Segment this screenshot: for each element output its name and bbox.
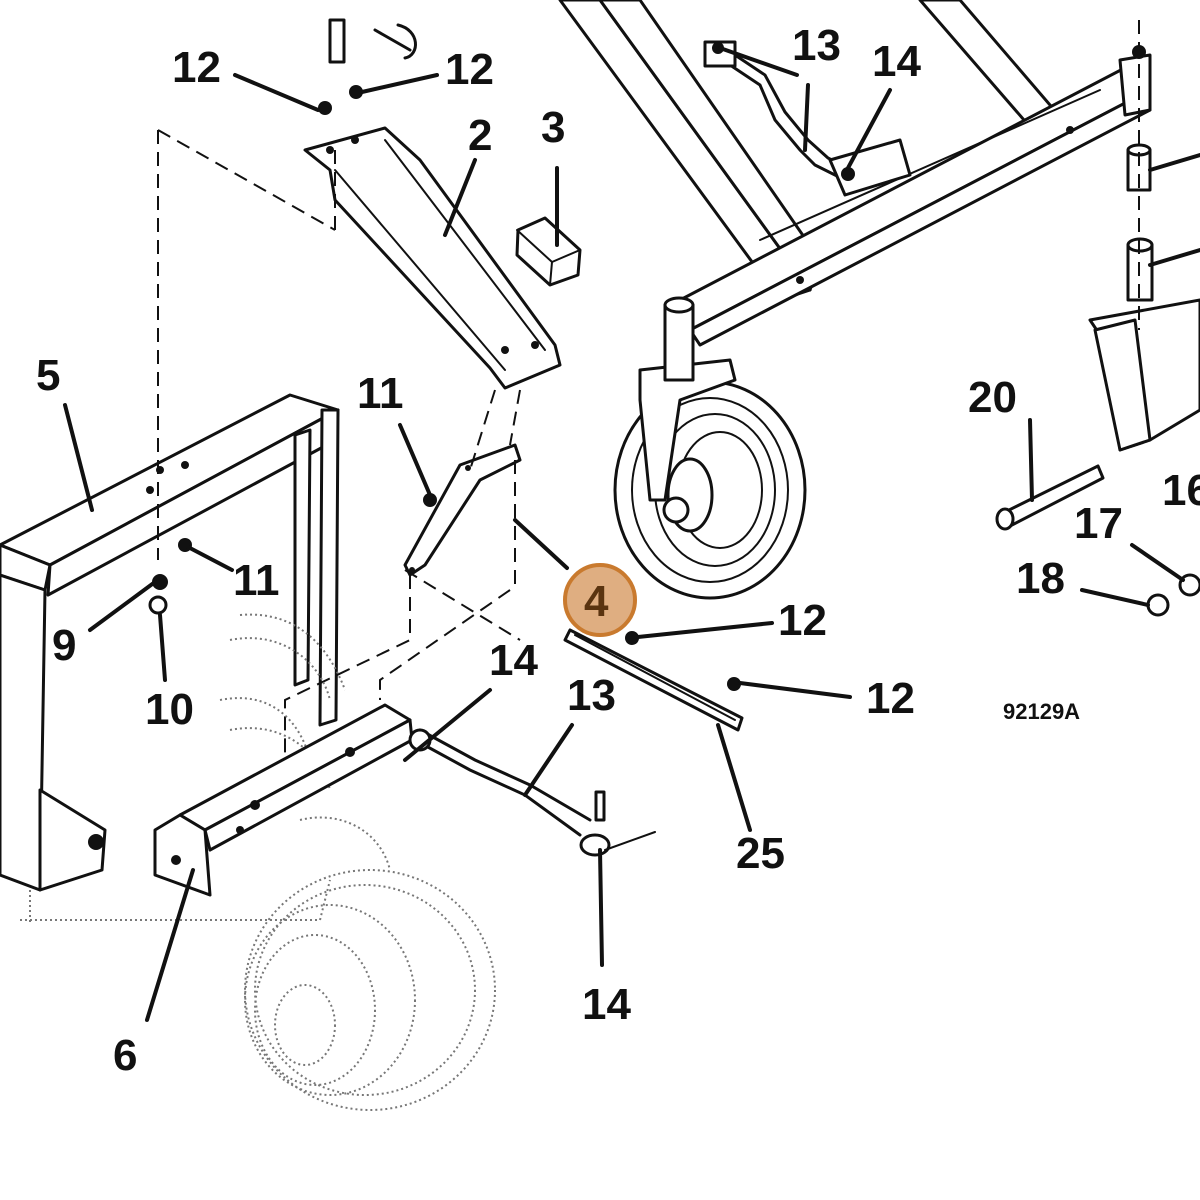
bumper-block [515, 216, 582, 287]
lower-tie-rod [408, 728, 656, 857]
highlighted-callout-4[interactable]: 4 [563, 563, 637, 637]
callout-4: 4 [584, 577, 609, 626]
callout-18: 18 [1016, 554, 1065, 603]
callout-16: 16 [1162, 466, 1200, 515]
callout-5: 5 [36, 351, 60, 400]
callout-13-lower: 13 [567, 671, 616, 720]
highlight-marker[interactable] [563, 563, 637, 637]
right-caster-assembly [1088, 20, 1200, 452]
callout-12-top-right: 12 [445, 45, 494, 94]
callout-14-upper: 14 [872, 37, 921, 86]
adjustment-rod [563, 628, 744, 732]
callout-11-upper: 11 [357, 369, 404, 418]
small-bolts [148, 493, 741, 691]
pin-hardware [995, 464, 1200, 617]
callout-11-lower: 11 [233, 556, 280, 605]
upper-fasteners [318, 18, 417, 115]
callout-12-mid: 12 [778, 596, 827, 645]
callout-14-mid: 14 [489, 636, 538, 685]
callout-10: 10 [145, 685, 194, 734]
callout-14-bottom: 14 [582, 980, 631, 1029]
callout-2: 2 [468, 111, 492, 160]
assembly-lines [157, 129, 521, 810]
upright-frame [0, 393, 340, 892]
callout-9: 9 [52, 621, 76, 670]
callout-labels: 12 12 2 3 13 14 5 11 11 9 10 12 12 14 13… [36, 21, 1200, 1080]
figure-id: 92129A [1003, 699, 1080, 724]
callout-13-upper: 13 [792, 21, 841, 70]
callout-12-top-left: 12 [172, 43, 221, 92]
lower-bracket [153, 703, 414, 897]
callout-3: 3 [541, 103, 565, 152]
callout-6: 6 [113, 1031, 137, 1080]
callout-25: 25 [736, 829, 785, 878]
main-frame [558, 0, 1152, 347]
upper-tie-rod [703, 40, 912, 197]
bracket [403, 443, 522, 641]
caster-wheel [613, 296, 807, 600]
leader-lines [63, 46, 1200, 1022]
callout-20: 20 [968, 373, 1017, 422]
support-arm [303, 126, 562, 390]
callout-12-lower: 12 [866, 674, 915, 723]
callout-17: 17 [1074, 499, 1123, 548]
